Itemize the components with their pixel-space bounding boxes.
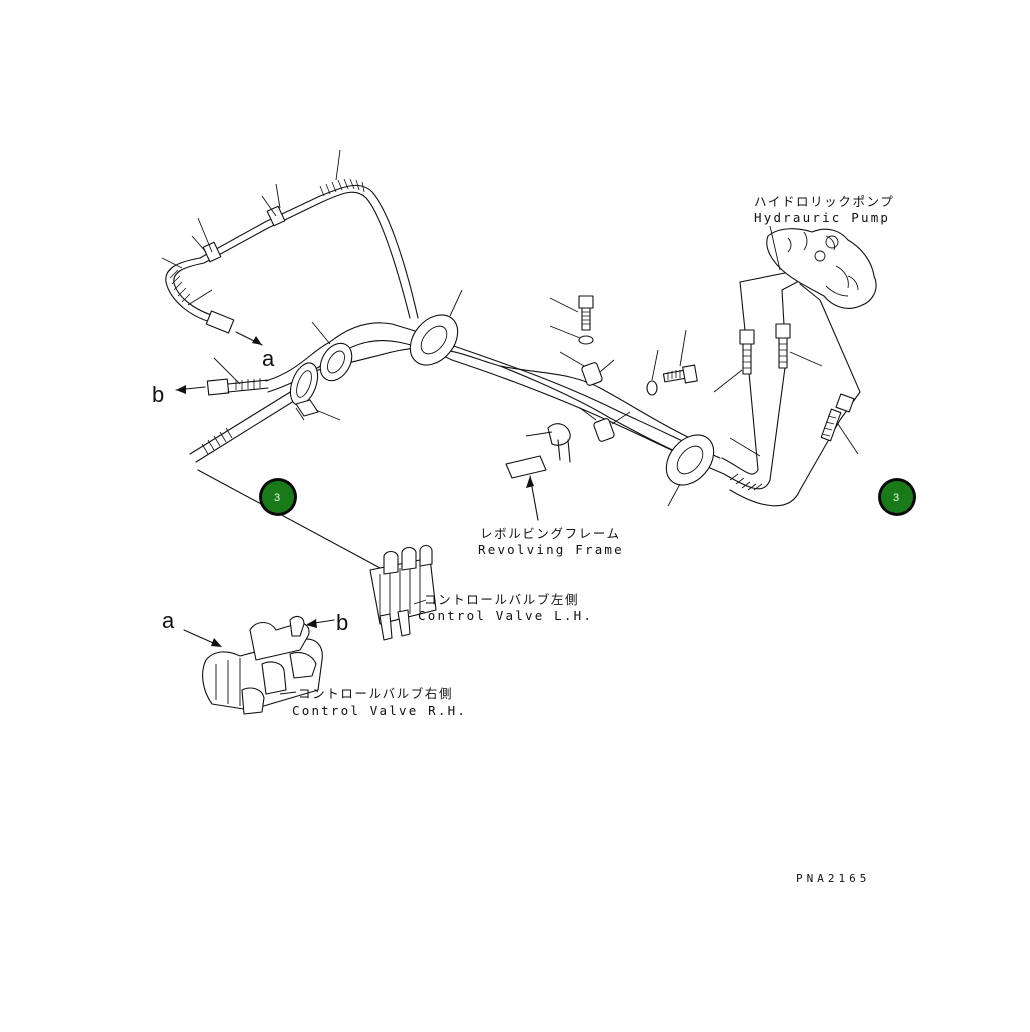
upper-hose-assembly	[161, 149, 419, 334]
hose-clamp-1	[197, 217, 222, 263]
control-valve-lh	[197, 469, 437, 641]
arrow-label-a-top: a	[262, 346, 275, 371]
arrow-b-top: b	[152, 357, 269, 407]
grommet-1	[289, 362, 341, 421]
bolt-right	[646, 329, 698, 396]
callout-right-number: 3	[893, 492, 899, 504]
control-valve-rh	[202, 615, 323, 715]
hydraulic-pump	[766, 228, 877, 309]
grommet-2	[311, 321, 353, 382]
frame-bracket	[505, 423, 571, 479]
valve-rh-label-jp: コントロールバルブ右側	[298, 686, 453, 701]
callout-right[interactable]: 3	[878, 478, 916, 516]
hose-clamp-2	[261, 183, 286, 227]
arrow-a-top: a	[235, 331, 275, 371]
valve-rh-label-en: Control Valve R.H.	[292, 703, 467, 718]
arrow-label-b-top: b	[152, 382, 164, 407]
frame-label-jp: レボルビングフレーム	[480, 526, 621, 541]
arrow-a-bottom: a	[162, 608, 222, 647]
pump-label-en: Hydrauric Pump	[754, 210, 890, 225]
frame-label-en: Revolving Frame	[478, 542, 624, 557]
hose-end-fitting	[205, 310, 235, 334]
arrow-label-b-bottom: b	[336, 610, 348, 635]
drawing-code: PNA2165	[796, 872, 870, 885]
fitting-left-vertical	[713, 329, 755, 393]
callout-left[interactable]: 3	[259, 478, 297, 516]
main-pipe-bundle	[189, 249, 861, 521]
pipe-clamp-upper	[559, 351, 615, 386]
hose-spiral-guard	[167, 178, 365, 303]
pump-side-fittings	[713, 323, 859, 457]
arrow-b-bottom: b	[306, 610, 348, 635]
pump-label-jp: ハイドロリックポンプ	[754, 194, 894, 209]
callout-left-number: 3	[274, 492, 280, 504]
fitting-right-vertical	[775, 323, 823, 369]
arrow-label-a-bottom: a	[162, 608, 175, 633]
pipe-clamp-lower	[579, 407, 631, 442]
grommet-3	[409, 289, 463, 366]
valve-lh-label-en: Control Valve L.H.	[418, 608, 593, 623]
fitting-diagonal	[820, 393, 859, 455]
grommet-4	[665, 434, 715, 507]
bolt-upper	[549, 295, 594, 345]
valve-lh-label-jp: コントロールバルブ左側	[424, 592, 579, 607]
